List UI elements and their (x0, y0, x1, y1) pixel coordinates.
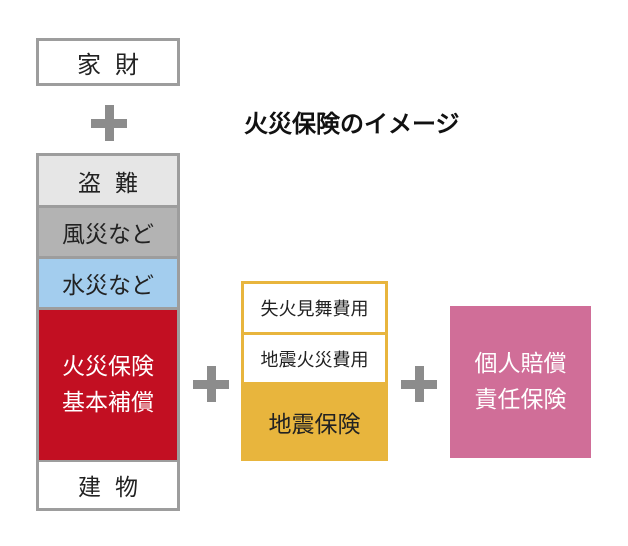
theft-label: 盗難 (78, 170, 152, 197)
personal-liability-label-line2: 責任保険 (474, 387, 567, 413)
contents-label: 家財 (77, 50, 153, 79)
contents-box: 家財 (36, 38, 180, 86)
wind-damage-layer: 風災など (39, 208, 177, 256)
plus-icon (91, 105, 127, 141)
fire-insurance-label-line2: 基本補償 (62, 390, 154, 416)
earthquake-fire-cost-box: 地震火災費用 (244, 335, 385, 382)
earthquake-insurance-box: 地震保険 (244, 385, 385, 458)
water-damage-label: 水災など (62, 273, 154, 299)
building-layer: 建物 (39, 462, 177, 508)
water-damage-layer: 水災など (39, 259, 177, 307)
plus-icon (401, 366, 437, 402)
earthquake-coverage-group: 失火見舞費用 地震火災費用 地震保険 (241, 281, 388, 461)
personal-liability-box: 個人賠償 責任保険 (450, 306, 591, 458)
personal-liability-label-line1: 個人賠償 (474, 351, 567, 377)
fire-insurance-basic-layer: 火災保険 基本補償 (39, 310, 177, 460)
earthquake-insurance-label: 地震保険 (268, 411, 361, 438)
building-coverage-stack: 盗難 風災など 水災など 火災保険 基本補償 建物 (36, 153, 180, 511)
diagram-title: 火災保険のイメージ (244, 110, 460, 138)
fire-condolence-cost-box: 失火見舞費用 (244, 284, 385, 332)
fire-condolence-cost-label: 失火見舞費用 (260, 299, 369, 320)
earthquake-fire-cost-label: 地震火災費用 (260, 349, 369, 371)
building-label: 建物 (78, 475, 152, 501)
plus-icon (193, 366, 229, 402)
fire-insurance-label-line1: 火災保険 (62, 354, 154, 380)
wind-damage-label: 風災など (62, 222, 154, 248)
theft-layer: 盗難 (39, 156, 177, 205)
